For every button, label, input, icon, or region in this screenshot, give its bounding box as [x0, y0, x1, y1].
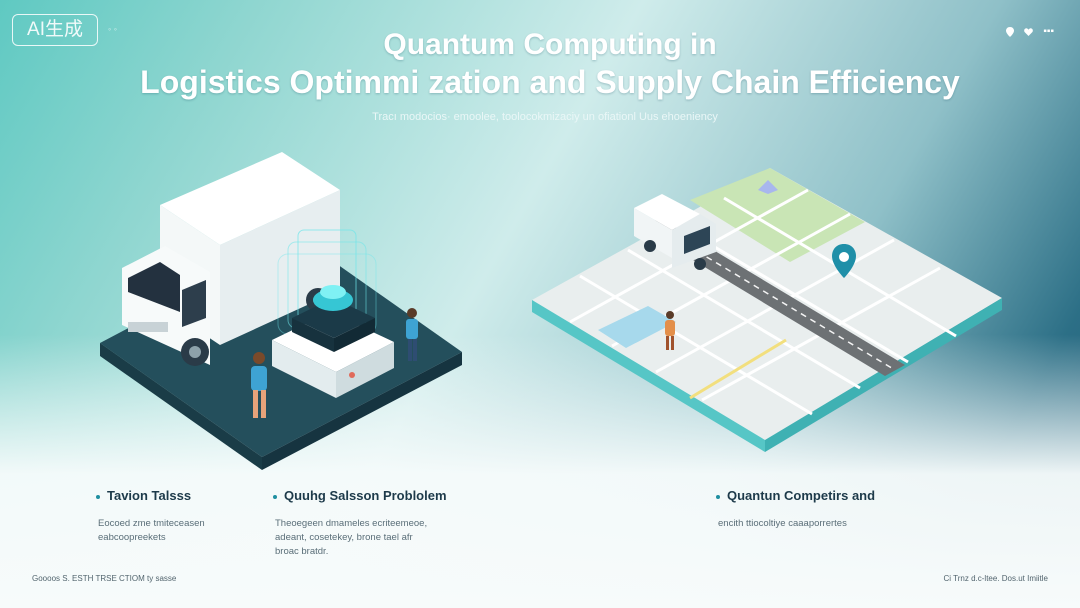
- bullet-icon: [716, 494, 720, 499]
- footer-left: Goooos S. ESTH TRSE CTIOM ty sasse: [32, 574, 177, 583]
- ai-generated-badge: AI生成: [12, 14, 98, 46]
- feature-3-body: encith ttiocoltiye caaaporrertes: [718, 518, 847, 529]
- heart-icon[interactable]: [1024, 27, 1034, 36]
- feature-2-heading: Quuhg Salsson Problolem: [273, 488, 447, 503]
- person-right: [406, 308, 418, 361]
- feature-1-heading: Tavion Talsss: [96, 488, 205, 503]
- person-left: [251, 352, 267, 418]
- feature-3: Quantun Competirs and encith ttiocoltiye…: [716, 488, 875, 531]
- pin-icon[interactable]: [1006, 26, 1015, 37]
- quantum-processor: [272, 229, 394, 398]
- page-title-line2: Logistics Optimmi zation and Supply Chai…: [140, 64, 960, 100]
- map-yellow-line: [689, 338, 787, 400]
- map-water: [598, 306, 676, 348]
- top-right-controls: ▪▪▪: [1006, 26, 1054, 37]
- map-person: [665, 311, 675, 350]
- map-small-marker-icon: [758, 180, 778, 194]
- feature-1-body: Eocoed zme tmiteceasen eabcoopreekets: [98, 518, 205, 543]
- map-van: [634, 194, 716, 270]
- bullet-icon: [96, 494, 100, 499]
- footer-right: Ci Trnz d.c-ltee. Dos.ut Imiitle: [943, 574, 1048, 583]
- feature-1: Tavion Talsss Eocoed zme tmiteceasen eab…: [96, 488, 205, 545]
- page-subtitle: Tracı modocios· emoolee, toolocokmizaciy…: [372, 111, 718, 123]
- watermark-trail: ◦ ◦: [108, 24, 117, 34]
- truck: [122, 152, 340, 366]
- feature-3-heading: Quantun Competirs and: [716, 488, 875, 503]
- page-title-line1: Quantum Computing in: [383, 28, 717, 61]
- feature-2: Quuhg Salsson Problolem Theoegeen dmamel…: [273, 488, 447, 559]
- map-park: [690, 168, 865, 262]
- feature-2-body: Theoegeen dmameles ecriteemeoe, adeant, …: [275, 518, 428, 557]
- location-pin-icon: [832, 244, 856, 278]
- top-right-label[interactable]: ▪▪▪: [1043, 26, 1054, 37]
- bullet-icon: [273, 494, 277, 499]
